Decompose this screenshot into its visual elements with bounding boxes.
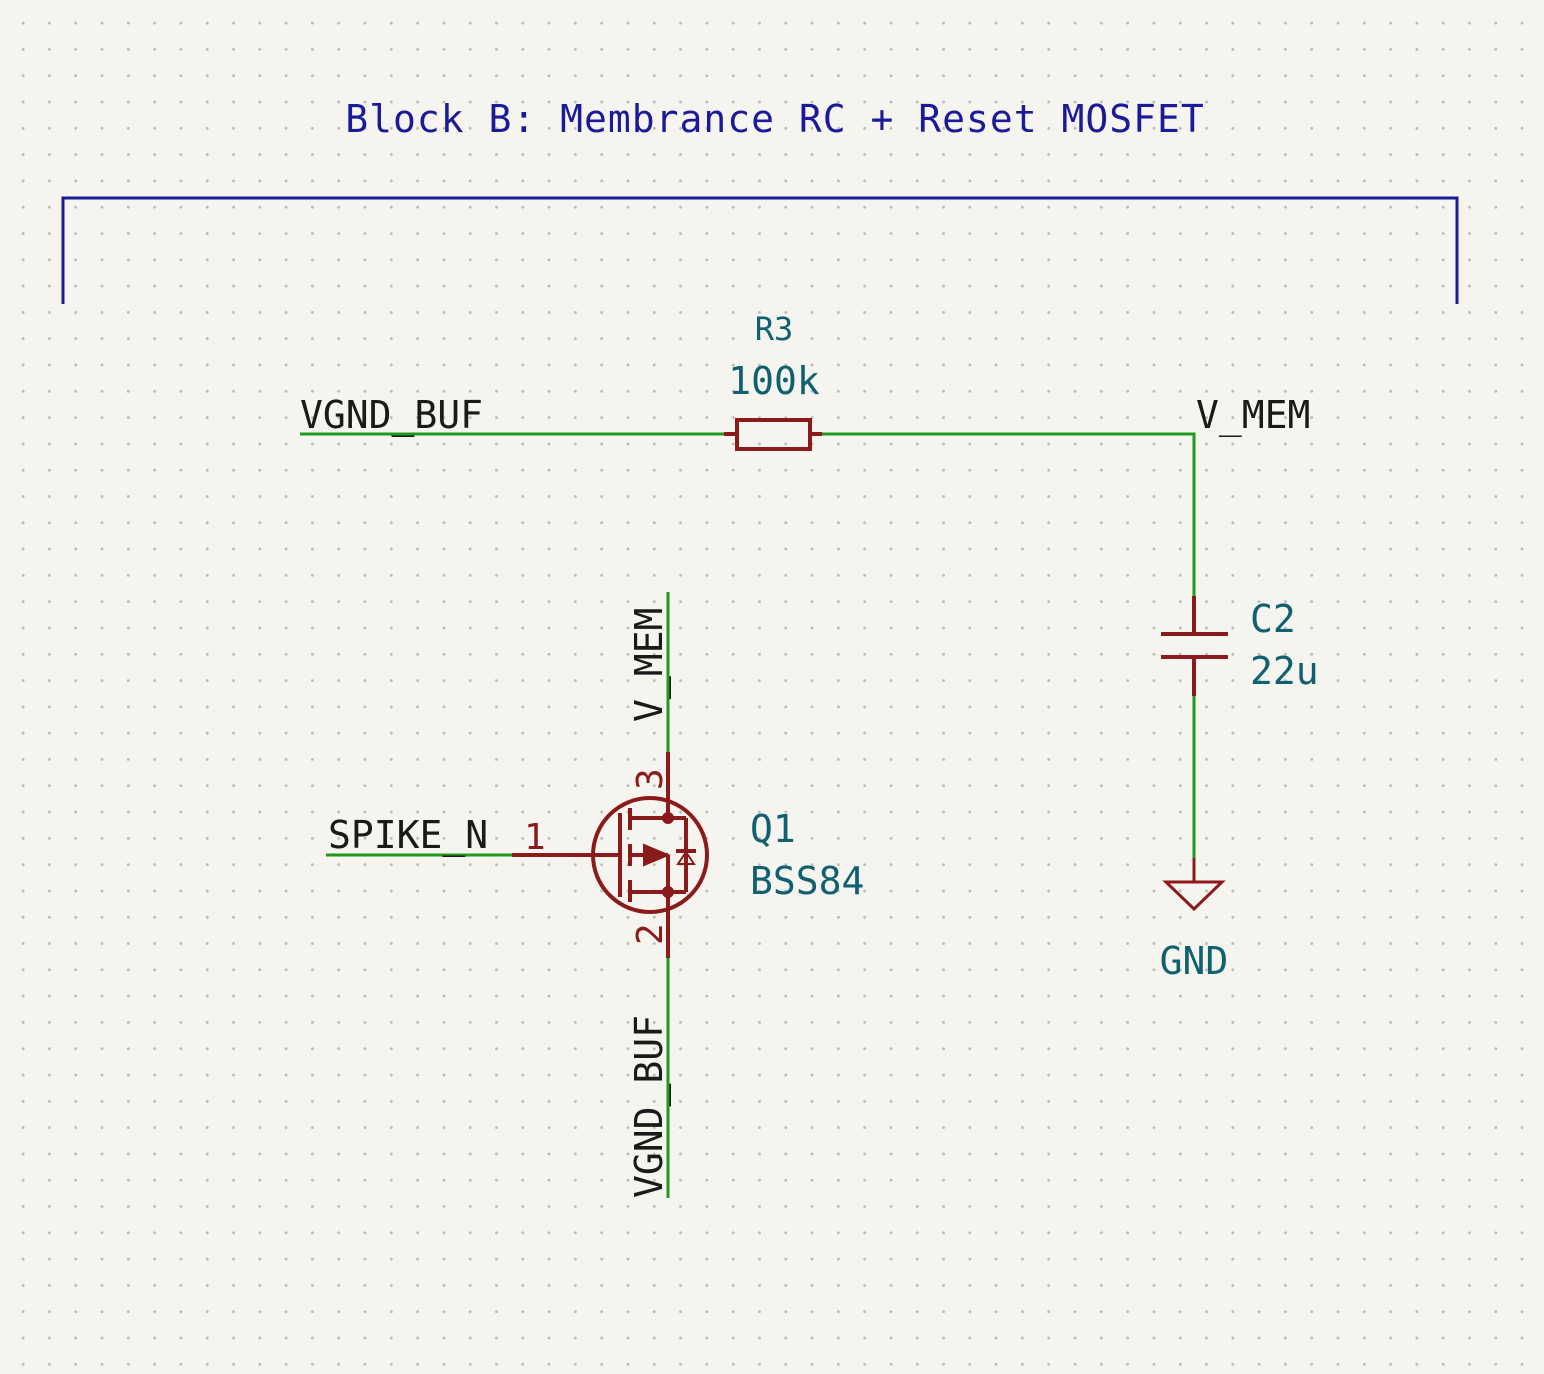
q1-reference: Q1 xyxy=(750,807,796,851)
gnd-label: GND xyxy=(1160,939,1229,983)
net-label-v-mem-vertical: V_MEM xyxy=(627,608,672,722)
wire-r3-to-v-mem[interactable] xyxy=(822,432,1196,596)
net-label-vgnd-buf: VGND_BUF xyxy=(300,393,483,438)
q1-pin-drain-number: 3 xyxy=(630,768,671,790)
net-label-v-mem: V_MEM xyxy=(1196,393,1310,438)
c2-value: 22u xyxy=(1250,649,1319,693)
capacitor-c2[interactable] xyxy=(1161,596,1228,696)
q1-pin-gate-number: 1 xyxy=(524,817,546,858)
r3-value: 100k xyxy=(728,359,820,403)
block-title: Block B: Membrance RC + Reset MOSFET xyxy=(345,97,1205,141)
c2-reference: C2 xyxy=(1250,597,1296,641)
net-label-spike-n: SPIKE_N xyxy=(328,813,488,858)
q1-pin-source-number: 2 xyxy=(630,923,671,945)
mosfet-q1[interactable] xyxy=(512,752,709,958)
block-frame xyxy=(61,196,1459,304)
q1-value: BSS84 xyxy=(750,859,864,903)
r3-reference: R3 xyxy=(755,310,794,348)
net-label-vgnd-buf-vertical: VGND_BUF xyxy=(627,1015,672,1198)
gnd-symbol[interactable] xyxy=(1162,858,1226,912)
resistor-r3[interactable] xyxy=(724,418,822,451)
